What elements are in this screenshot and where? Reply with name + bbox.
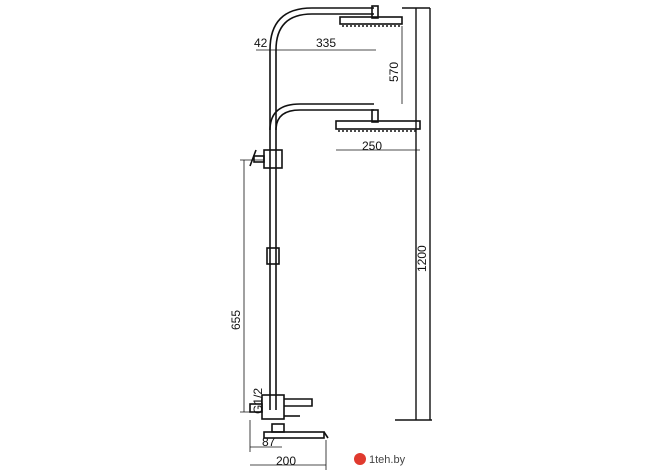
- dim-label-head-drop: 570: [387, 62, 401, 82]
- overhead-arm: [269, 5, 379, 51]
- hand-shower-holder: [266, 247, 280, 265]
- watermark-text: 1teh.by: [369, 454, 406, 466]
- dim-label-inlet-thread: G1/2: [251, 388, 265, 414]
- dim-label-arm-length: 335: [316, 36, 336, 50]
- rain-shower-head: [339, 16, 403, 27]
- dim-label-total-height: 1200: [415, 245, 429, 272]
- dim-label-spout-offset: 87: [262, 435, 276, 449]
- dimension-lines: [240, 24, 431, 470]
- watermark: 1teh.by: [354, 453, 406, 466]
- dim-label-spout-length: 200: [276, 454, 296, 468]
- mixer-body: [249, 394, 313, 420]
- dim-label-hand-offset: 42: [254, 36, 268, 50]
- riser-pipe: [269, 50, 277, 410]
- diverter: [249, 149, 283, 169]
- bath-spout: [263, 423, 329, 439]
- second-shower-head: [335, 120, 421, 132]
- lower-arm: [269, 103, 379, 131]
- dim-label-mixer-to-holder: 655: [229, 310, 243, 330]
- dim-label-head-width: 250: [362, 139, 382, 153]
- watermark-logo-icon: [354, 453, 366, 465]
